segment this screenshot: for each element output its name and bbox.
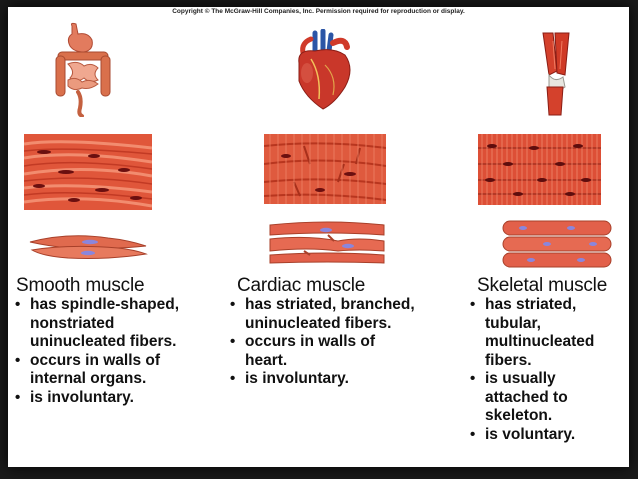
bullet-text: is involuntary. [30, 388, 134, 406]
bullet-item: has striated, branched, uninucleated fib… [229, 296, 415, 333]
bullet-text: fibers. [485, 351, 532, 369]
bullet-item: is involuntary. [229, 370, 415, 389]
bullet-text: skeleton. [485, 407, 553, 424]
smooth-muscle-column: Smooth muscle has spindle-shaped, nonstr… [8, 7, 223, 467]
cardiac-muscle-column: Cardiac muscle has striated, branched, u… [223, 7, 453, 467]
slide: Copyright © The McGraw-Hill Companies, I… [8, 7, 629, 467]
bullet-item: occurs in walls of internal organs. [14, 352, 179, 389]
bullet-item: has spindle-shaped, nonstriated uninucle… [14, 296, 179, 352]
bullet-text: multinucleated [485, 333, 595, 350]
bullet-item: occurs in walls of heart. [229, 333, 415, 370]
bullet-item: has striated, tubular, multinucleated fi… [469, 296, 594, 370]
smooth-muscle-micrograph [24, 134, 152, 210]
skeletal-muscle-column: Skeletal muscle has striated, tubular, m… [453, 7, 629, 467]
bullet-text: occurs in walls of [30, 351, 161, 369]
cardiac-muscle-cells-drawing [269, 221, 385, 264]
bullet-text: tubular, [485, 314, 541, 332]
bullet-item: is voluntary. [469, 426, 594, 445]
cardiac-muscle-micrograph [264, 134, 386, 204]
column-title: Smooth muscle [16, 275, 145, 296]
column-title: Cardiac muscle [237, 275, 366, 296]
copyright-notice: Copyright © The McGraw-Hill Companies, I… [172, 8, 465, 15]
bullet-item: is involuntary. [14, 389, 179, 408]
bullet-text: heart. [245, 351, 288, 369]
column-title: Skeletal muscle [477, 275, 608, 296]
bullet-text: is usually [485, 370, 556, 387]
digestive-organs-icon [55, 22, 111, 117]
bullet-item: is usually attached to skeleton. [469, 370, 594, 426]
bullet-list: has striated, branched, uninucleated fib… [229, 296, 415, 389]
skeletal-muscle-cells-drawing [502, 220, 612, 268]
smooth-muscle-cells-drawing [29, 235, 148, 259]
bullet-text: internal organs. [30, 370, 147, 387]
bullet-text: has striated, [485, 296, 577, 313]
bullet-text: has spindle-shaped, [30, 296, 180, 313]
bullet-text: is voluntary. [485, 425, 576, 443]
heart-icon [298, 29, 351, 110]
leg-muscle-icon [542, 32, 570, 116]
bullet-text: nonstriated [30, 314, 115, 332]
bullet-text: uninucleated fibers. [30, 333, 177, 350]
bullet-text: has striated, branched, [245, 296, 415, 313]
skeletal-muscle-micrograph [478, 134, 601, 205]
bullet-text: uninucleated fibers. [245, 314, 392, 332]
bullet-list: has striated, tubular, multinucleated fi… [469, 296, 594, 444]
bullet-text: is involuntary. [245, 370, 349, 387]
bullet-list: has spindle-shaped, nonstriated uninucle… [14, 296, 179, 407]
bullet-text: attached to [485, 388, 568, 406]
bullet-text: occurs in walls of [245, 333, 376, 350]
